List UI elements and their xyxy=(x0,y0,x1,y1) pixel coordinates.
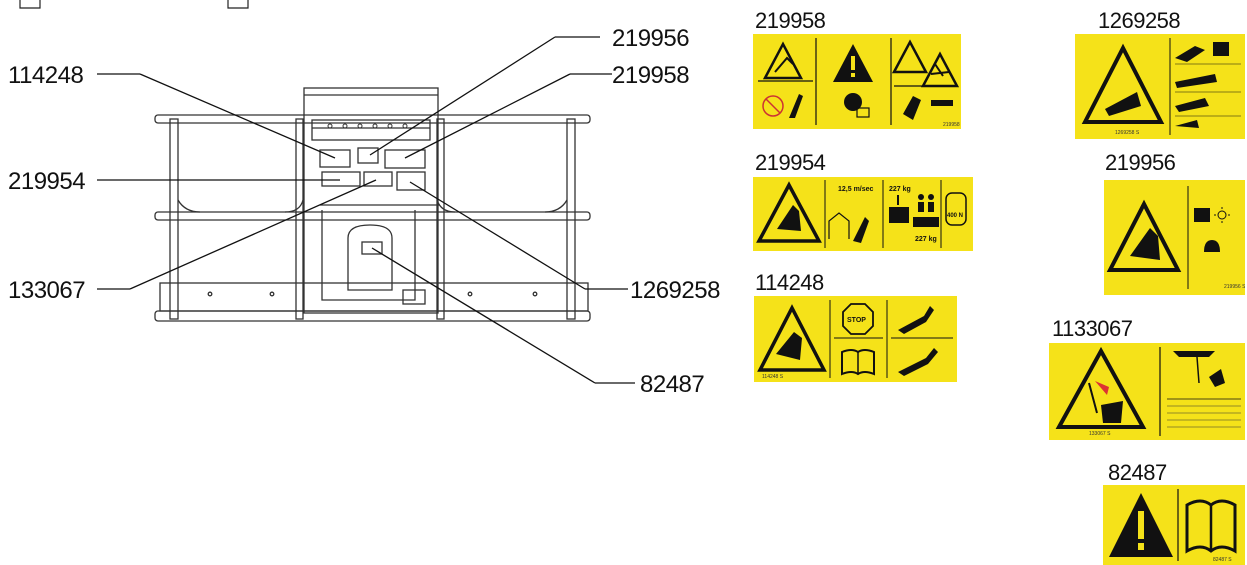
callout-219954: 219954 xyxy=(8,168,85,195)
svg-text:400 N: 400 N xyxy=(947,213,963,219)
callout-82487: 82487 xyxy=(640,371,704,398)
callout-133067: 133067 xyxy=(8,277,85,304)
location-1269258 xyxy=(396,171,426,191)
location-219954 xyxy=(321,171,361,187)
svg-text:1269258 S: 1269258 S xyxy=(1115,130,1140,136)
callout-1269258: 1269258 xyxy=(630,277,720,304)
svg-text:227 kg: 227 kg xyxy=(889,186,911,193)
hand-icon xyxy=(945,192,967,226)
warning-triangle-icon xyxy=(1055,346,1147,429)
svg-text:219956 S: 219956 S xyxy=(1224,284,1245,290)
warning-triangle-icon xyxy=(1081,43,1165,124)
svg-text:12,5 m/sec: 12,5 m/sec xyxy=(838,186,874,193)
leader-lines xyxy=(97,36,635,384)
decal-title-219958: 219958 xyxy=(755,8,826,33)
svg-text:219958 S: 219958 S xyxy=(943,122,961,128)
manual-book-icon xyxy=(841,349,875,376)
location-82487 xyxy=(361,241,383,255)
svg-text:82487 S: 82487 S xyxy=(1213,557,1232,563)
location-114248 xyxy=(319,149,351,168)
svg-text:114248 S: 114248 S xyxy=(762,374,784,380)
svg-text:133067 S: 133067 S xyxy=(1089,431,1111,437)
manual-book-icon xyxy=(1185,499,1237,554)
decal-title-114248: 114248 xyxy=(755,270,824,295)
decal-219956: 219956 S xyxy=(1104,180,1245,295)
svg-text:STOP: STOP xyxy=(847,317,866,324)
sun-icon xyxy=(1217,210,1227,220)
decal-1133067: 133067 S xyxy=(1049,343,1245,440)
warning-triangle-icon xyxy=(1106,199,1182,272)
warning-triangle-icon xyxy=(891,39,929,74)
warning-triangle-icon xyxy=(920,51,960,88)
callout-114248: 114248 xyxy=(8,62,83,89)
decal-title-219954: 219954 xyxy=(755,150,826,175)
decal-title-1133067: 1133067 xyxy=(1052,316,1133,341)
manual-book-icon xyxy=(1194,208,1210,222)
decal-1269258: 1269258 S xyxy=(1075,34,1245,139)
prohibited-icon xyxy=(762,95,784,117)
svg-text:227 kg: 227 kg xyxy=(915,236,937,243)
location-219956 xyxy=(357,147,379,164)
decal-title-1269258: 1269258 xyxy=(1098,8,1181,33)
warning-triangle-icon xyxy=(762,41,804,80)
decal-82487: 82487 S xyxy=(1103,485,1245,565)
callout-219956: 219956 xyxy=(612,25,689,52)
platform-drawing xyxy=(154,87,591,322)
callout-219958: 219958 xyxy=(612,62,689,89)
decal-title-82487: 82487 xyxy=(1108,460,1167,485)
location-133067 xyxy=(363,171,393,187)
decal-219958: 219958 S xyxy=(753,34,961,129)
manual-book-icon xyxy=(856,107,870,118)
warning-triangle-icon xyxy=(757,304,827,372)
decal-219954: 12,5 m/sec 227 kg 227 kg 400 N xyxy=(753,177,973,251)
decal-114248: STOP 114248 S xyxy=(754,296,957,382)
warning-triangle-icon xyxy=(756,181,822,243)
location-219958 xyxy=(384,149,426,169)
decal-title-219956: 219956 xyxy=(1105,150,1176,175)
stop-sign-icon xyxy=(842,303,874,335)
